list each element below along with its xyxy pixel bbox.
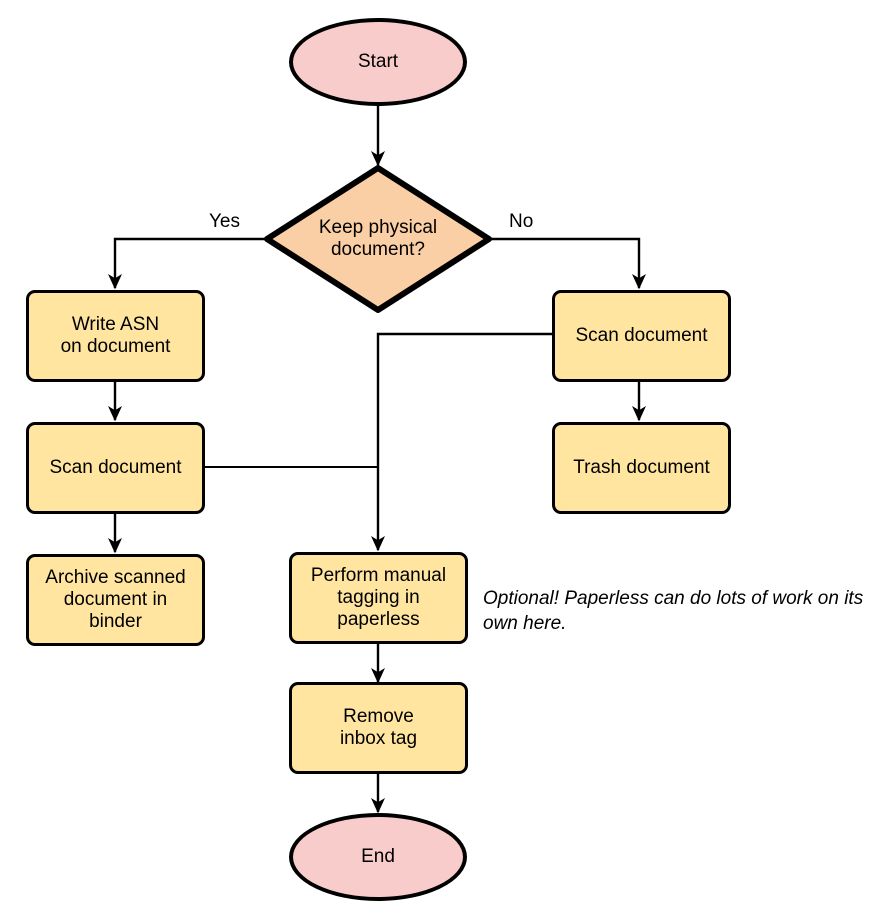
decision-diamond-shape xyxy=(264,165,492,313)
edge-scanright-to-tagging xyxy=(371,332,552,552)
node-start[interactable]: Start xyxy=(289,18,467,106)
node-remove-inbox-tag-label: Remove inbox tag xyxy=(339,705,418,749)
node-write-asn-label: Write ASN on document xyxy=(60,313,171,357)
node-write-asn-on-document[interactable]: Write ASN on document xyxy=(26,290,205,382)
node-start-label: Start xyxy=(357,50,399,72)
node-scan-document-left-label: Scan document xyxy=(49,456,182,478)
node-trash-document-label: Trash document xyxy=(573,456,710,478)
edge-label-no: No xyxy=(509,211,534,232)
annotation-optional-note: Optional! Paperless can do lots of work … xyxy=(483,588,864,634)
edge-label-yes: Yes xyxy=(209,211,240,232)
node-manual-tagging-label: Perform manual tagging in paperless xyxy=(310,564,447,631)
node-archive-binder-label: Archive scanned document in binder xyxy=(45,566,186,633)
node-perform-manual-tagging-in-paperless[interactable]: Perform manual tagging in paperless xyxy=(289,552,468,644)
node-scan-document-left[interactable]: Scan document xyxy=(26,422,205,514)
node-decision-keep-physical-document[interactable]: Keep physical document? xyxy=(264,165,492,313)
node-end-label: End xyxy=(361,845,395,867)
node-trash-document[interactable]: Trash document xyxy=(552,422,731,514)
node-scan-document-right[interactable]: Scan document xyxy=(552,290,731,382)
node-end[interactable]: End xyxy=(289,813,467,901)
node-scan-document-right-label: Scan document xyxy=(575,324,708,346)
node-archive-scanned-document-in-binder[interactable]: Archive scanned document in binder xyxy=(26,554,205,646)
node-decision-label: Keep physical document? xyxy=(318,216,438,260)
edge-decision-yes xyxy=(108,237,264,290)
edge-decision-no xyxy=(492,237,646,290)
node-remove-inbox-tag[interactable]: Remove inbox tag xyxy=(289,682,468,774)
